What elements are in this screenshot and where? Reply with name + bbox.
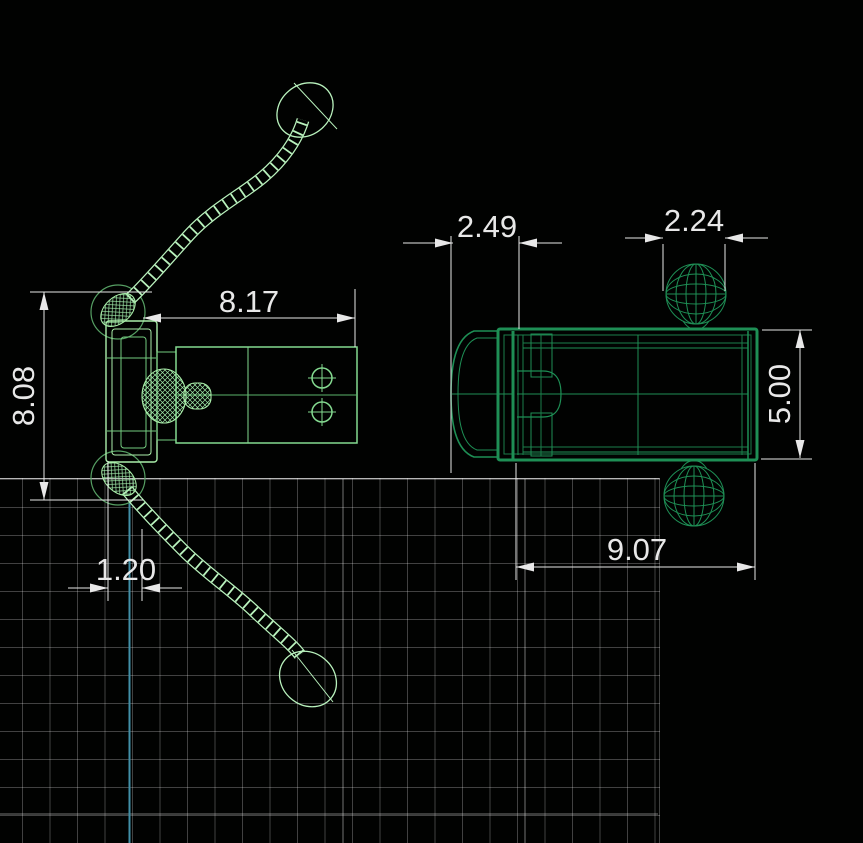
nose-cap[interactable]	[450, 330, 512, 458]
dim-label-2-24[interactable]: 2.24	[664, 203, 724, 238]
knob-ball-top[interactable]	[665, 263, 727, 330]
dim-label-5-00[interactable]: 5.00	[762, 364, 797, 424]
dim-2-24[interactable]: 2.24	[625, 203, 768, 291]
pivot-ball-joints[interactable]	[94, 287, 142, 502]
upper-arm[interactable]	[125, 117, 310, 304]
dim-label-9-07[interactable]: 9.07	[607, 532, 667, 567]
dim-label-8-08[interactable]: 8.08	[6, 366, 41, 426]
dim-label-1-20[interactable]: 1.20	[96, 552, 156, 587]
body-top[interactable]	[496, 327, 759, 462]
dim-label-8-17[interactable]: 8.17	[219, 284, 279, 319]
side-view[interactable]	[90, 72, 358, 719]
pivot-circles[interactable]	[90, 284, 146, 506]
hole-bottom[interactable]	[308, 398, 336, 426]
dim-1-20[interactable]: 1.20	[68, 461, 182, 601]
knob-ball-bottom[interactable]	[663, 460, 725, 527]
dim-9-07[interactable]: 9.07	[515, 463, 756, 580]
dim-8-17[interactable]: 8.17	[143, 284, 356, 347]
grid	[0, 478, 660, 843]
lower-suction-cup[interactable]	[268, 640, 347, 718]
grid-major-lines	[0, 479, 658, 843]
dim-8-08[interactable]: 8.08	[6, 291, 152, 501]
hole-top[interactable]	[308, 364, 336, 392]
top-view[interactable]	[450, 263, 759, 527]
lower-arm[interactable]	[122, 485, 306, 659]
dim-2-49[interactable]: 2.49	[403, 209, 562, 473]
upper-suction-cup[interactable]	[266, 72, 344, 149]
clamp-knob[interactable]	[141, 368, 212, 424]
dim-5-00[interactable]: 5.00	[761, 329, 812, 460]
dim-label-2-49[interactable]: 2.49	[457, 209, 517, 244]
dimensions: 8.17 8.08 1.20	[6, 203, 812, 601]
